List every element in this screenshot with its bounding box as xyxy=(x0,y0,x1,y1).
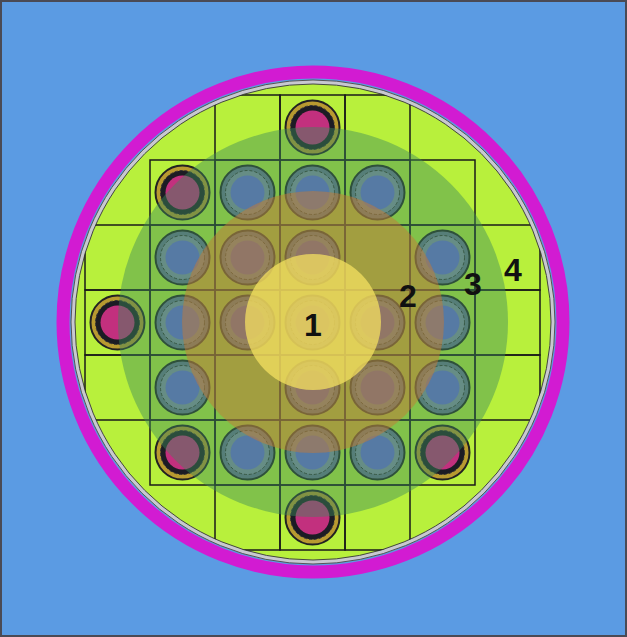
zone-number: 1 xyxy=(304,309,322,341)
zone-number: 4 xyxy=(504,254,522,286)
zone-number: 2 xyxy=(399,280,417,312)
zone-number: 3 xyxy=(464,268,482,300)
